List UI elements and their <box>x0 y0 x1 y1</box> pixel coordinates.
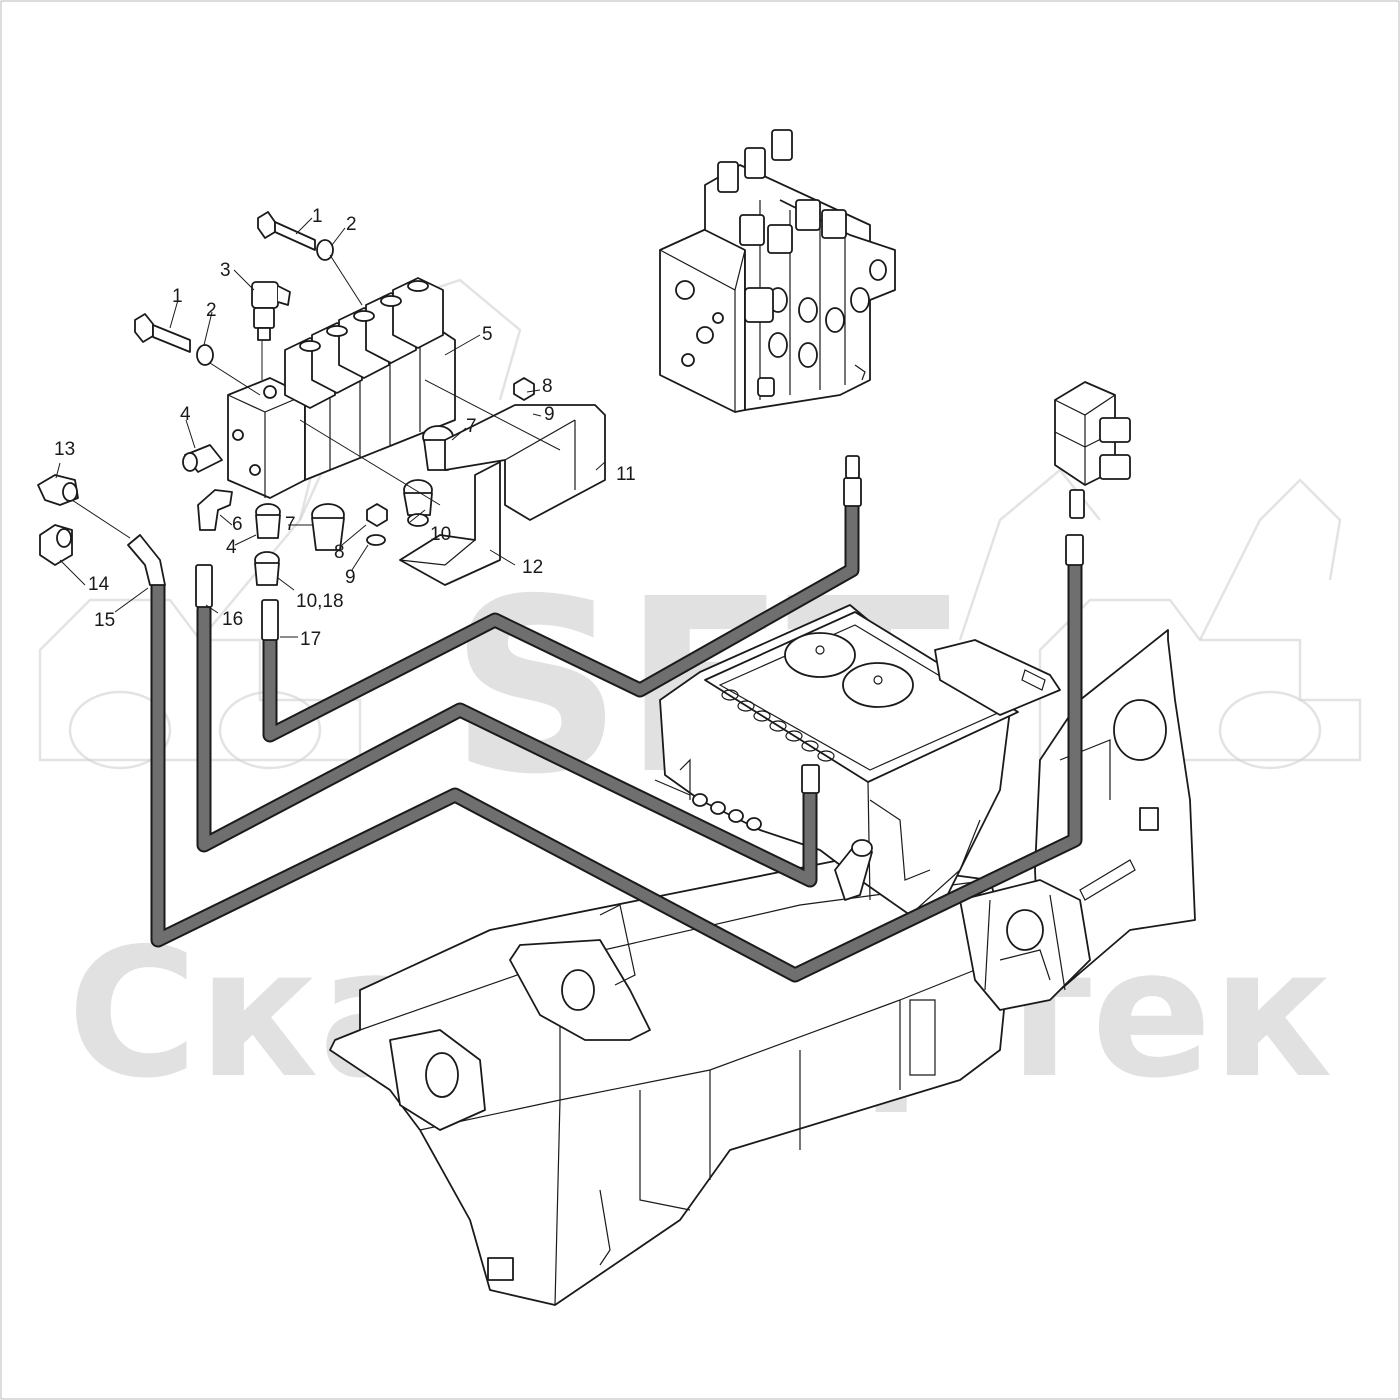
callout-label: 2 <box>206 300 217 321</box>
callout-label: 8 <box>334 542 345 563</box>
valve-manifold <box>227 277 456 499</box>
hydraulic-hoses <box>150 492 1083 983</box>
callout-label: 9 <box>544 404 555 425</box>
callout-label: 11 <box>616 464 636 485</box>
lug-hole <box>561 969 595 1011</box>
callout-label: 3 <box>220 260 231 281</box>
pivot-hole <box>425 1052 459 1098</box>
callout-label: 1 <box>312 206 323 227</box>
bolt-8-top <box>513 377 535 401</box>
bolt-1-left <box>134 313 191 353</box>
callout-label: 10 <box>430 524 451 545</box>
fitting-10-top <box>403 479 433 527</box>
callout-label: 10,18 <box>296 591 344 612</box>
fitting-tank <box>801 764 820 794</box>
callout-label: 4 <box>226 537 237 558</box>
fitting-7-lower <box>311 503 345 551</box>
callout-label: 7 <box>285 514 296 535</box>
solenoid-coils <box>284 277 444 409</box>
panel-opening <box>1113 699 1167 761</box>
callout-label: 17 <box>300 629 321 650</box>
frame-block <box>487 1257 514 1281</box>
hose-fittings <box>127 455 1084 794</box>
fitting-4-lower <box>255 503 281 539</box>
bolt-8-lower <box>366 503 388 527</box>
small-parts <box>37 211 606 586</box>
mount-bracket-right <box>959 879 1091 1011</box>
callout-label: 7 <box>466 416 477 437</box>
fitting-solenoid <box>1065 534 1084 566</box>
tank-ports <box>692 793 762 831</box>
tank-cap-block <box>934 639 1061 716</box>
chassis-frame <box>329 859 1011 1306</box>
fitting-17 <box>261 599 279 641</box>
callout-label: 2 <box>346 214 357 235</box>
washer-2-left <box>196 344 214 366</box>
pressure-switch-3 <box>251 281 291 341</box>
elbow-6 <box>197 489 233 531</box>
tank-vent-holes <box>721 689 835 762</box>
leader-lines <box>55 217 606 638</box>
bolt-1-top <box>257 211 316 251</box>
callout-label: 5 <box>482 324 493 345</box>
bracket-11 <box>444 404 606 521</box>
callout-label: 13 <box>54 439 75 460</box>
fitting-15 <box>127 534 166 586</box>
fitting-top-valve <box>843 477 862 507</box>
callout-label: 4 <box>180 404 191 425</box>
callout-label: 12 <box>522 557 543 578</box>
fitting-14 <box>39 524 73 566</box>
callout-label: 8 <box>542 376 553 397</box>
washer-2-top <box>316 239 334 261</box>
callout-label: 1 <box>172 286 183 307</box>
washer-9-lower <box>366 534 386 546</box>
valve-solenoid-caps <box>717 129 847 323</box>
fitting-4-top <box>182 444 223 473</box>
fitting-16 <box>195 564 213 608</box>
hydraulic-tank <box>654 604 1061 916</box>
control-valve <box>659 129 896 413</box>
fitting-13 <box>37 474 79 506</box>
tank-cover-1 <box>784 632 856 678</box>
solenoid-valve-block <box>1054 381 1131 519</box>
callout-label: 14 <box>88 574 110 595</box>
callout-label: 6 <box>232 514 243 535</box>
fitting-10-18 <box>254 551 280 586</box>
callout-label: 9 <box>345 567 356 588</box>
callout-label: 15 <box>94 610 115 631</box>
panel-block <box>1139 807 1159 831</box>
callout-labels: 1 2 3 1 2 5 8 9 4 7 11 13 6 7 10 4 8 9 1… <box>54 206 636 650</box>
callout-label: 16 <box>222 609 243 630</box>
bracket-12 <box>399 461 501 586</box>
tank-cover-2 <box>842 662 914 708</box>
